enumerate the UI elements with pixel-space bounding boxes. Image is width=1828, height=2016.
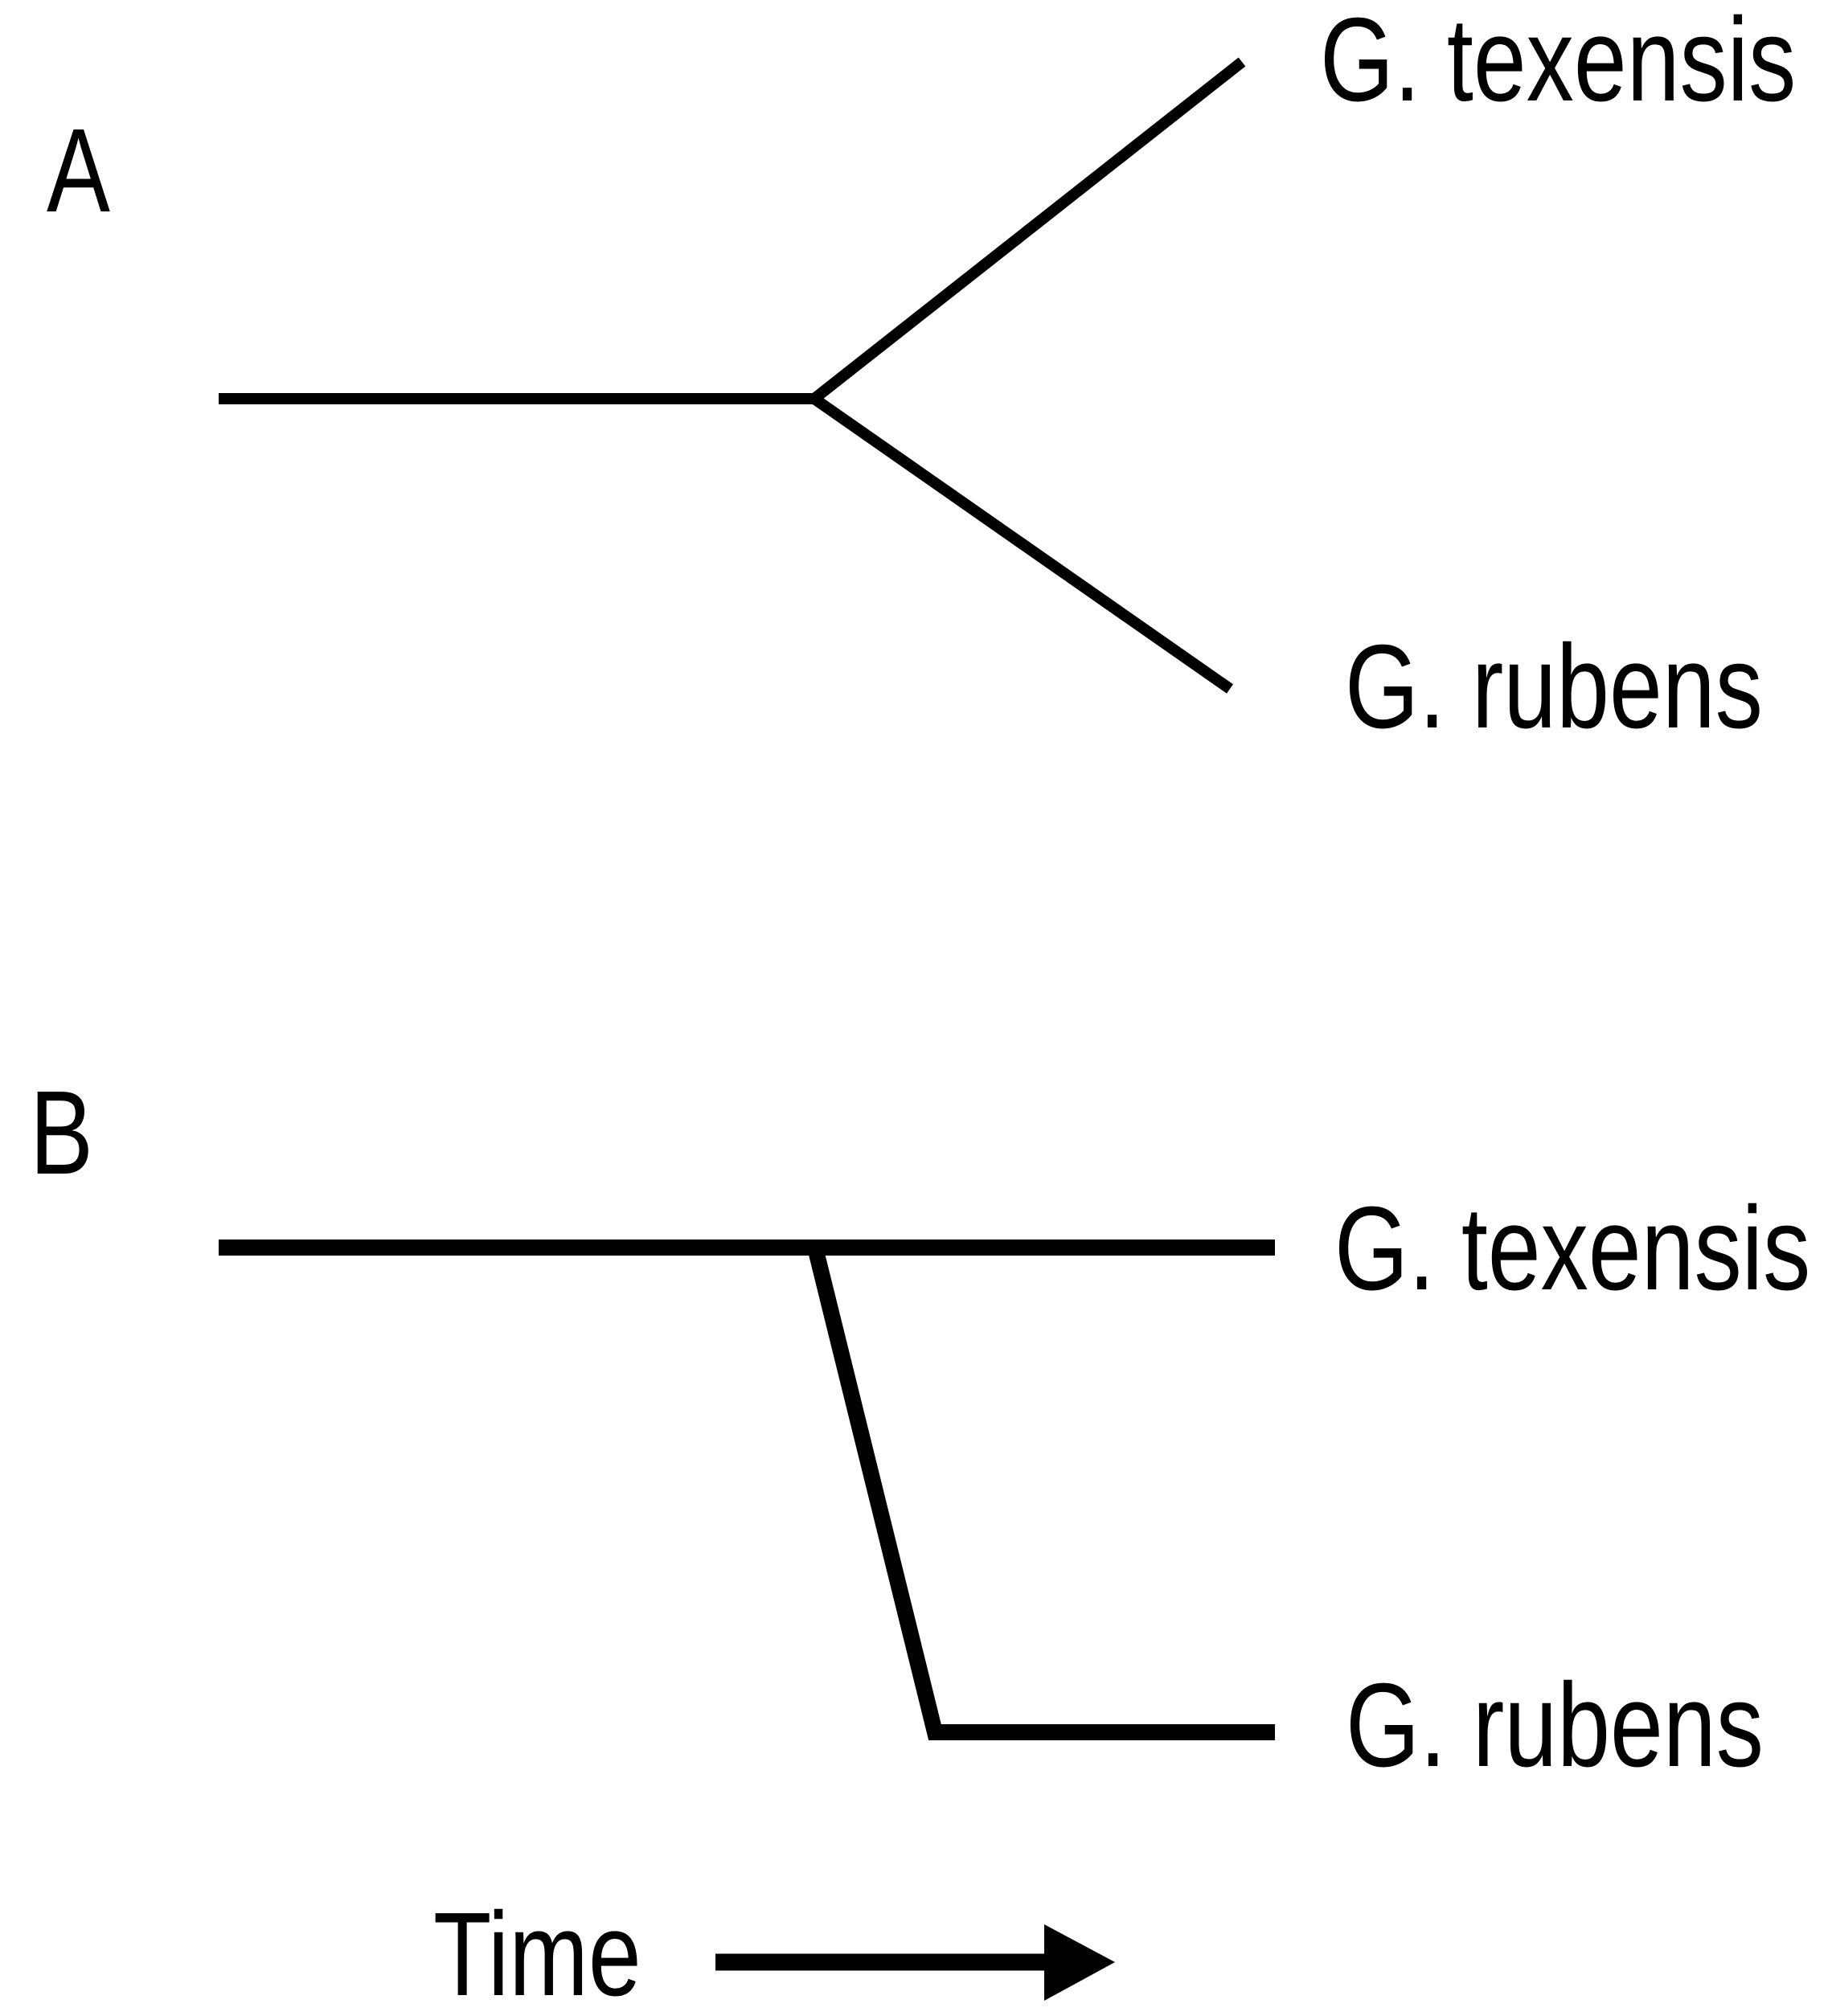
- panel-a-root-and-upper-branch: [219, 57, 1246, 404]
- panel-a-taxon-label-texensis: G. texensis: [1320, 0, 1797, 126]
- panel-a-lower-branch: [810, 394, 1234, 694]
- panel-a-label: A: [47, 104, 110, 237]
- panel-a-taxon-label-rubens: G. rubens: [1345, 621, 1763, 753]
- panel-b-taxon-label-texensis: G. texensis: [1334, 1182, 1811, 1315]
- time-arrow-head: [1044, 1924, 1115, 2001]
- panel-b-tree: [219, 1240, 1275, 1740]
- panel-b-taxon-label-rubens: G. rubens: [1346, 1659, 1764, 1792]
- panel-a-tree: [219, 57, 1246, 694]
- time-arrow: [715, 1924, 1115, 2001]
- panel-b-budding-branch: [808, 1248, 1275, 1740]
- time-axis-label: Time: [433, 1888, 641, 2016]
- panel-b-label: B: [30, 1067, 93, 1199]
